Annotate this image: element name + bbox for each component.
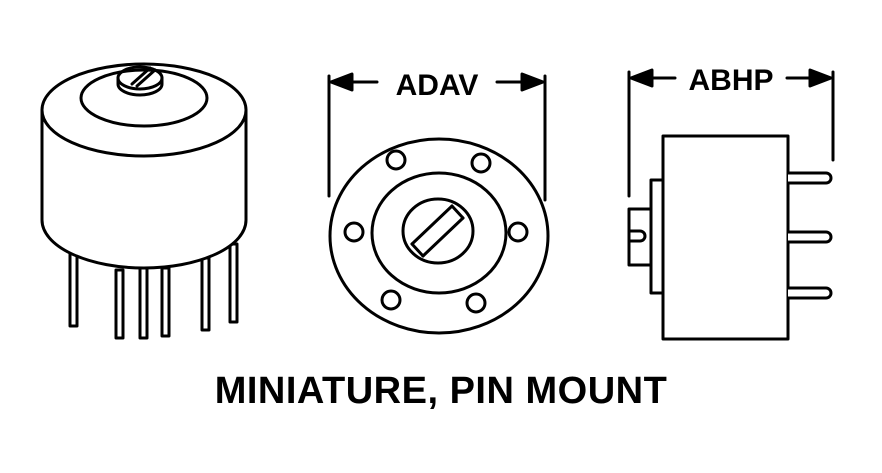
side-view <box>627 134 833 341</box>
side-pin <box>786 171 833 185</box>
side-pin <box>786 230 833 244</box>
top-boss <box>79 68 209 128</box>
mount-hole <box>507 221 529 243</box>
side-body <box>661 134 790 341</box>
figure-caption: MINIATURE, PIN MOUNT <box>214 370 668 412</box>
isometric-view <box>40 62 248 340</box>
mount-hole <box>470 152 492 174</box>
side-pin <box>786 286 833 300</box>
center-screw <box>401 197 475 265</box>
flange-circle <box>328 137 550 335</box>
dimension-abhp <box>627 68 835 198</box>
dimension-label-abhp: ABHP <box>688 64 773 97</box>
mount-hole <box>380 289 402 311</box>
mount-hole <box>343 221 365 243</box>
body-circle <box>370 171 508 295</box>
side-shaft <box>627 207 653 267</box>
front-view <box>328 137 550 335</box>
cylinder-top <box>40 62 248 158</box>
mount-hole <box>385 149 407 171</box>
side-flange <box>649 178 665 295</box>
dimension-label-adav: ADAV <box>396 69 479 102</box>
mount-hole <box>465 292 487 314</box>
dimension-adav <box>327 72 547 202</box>
